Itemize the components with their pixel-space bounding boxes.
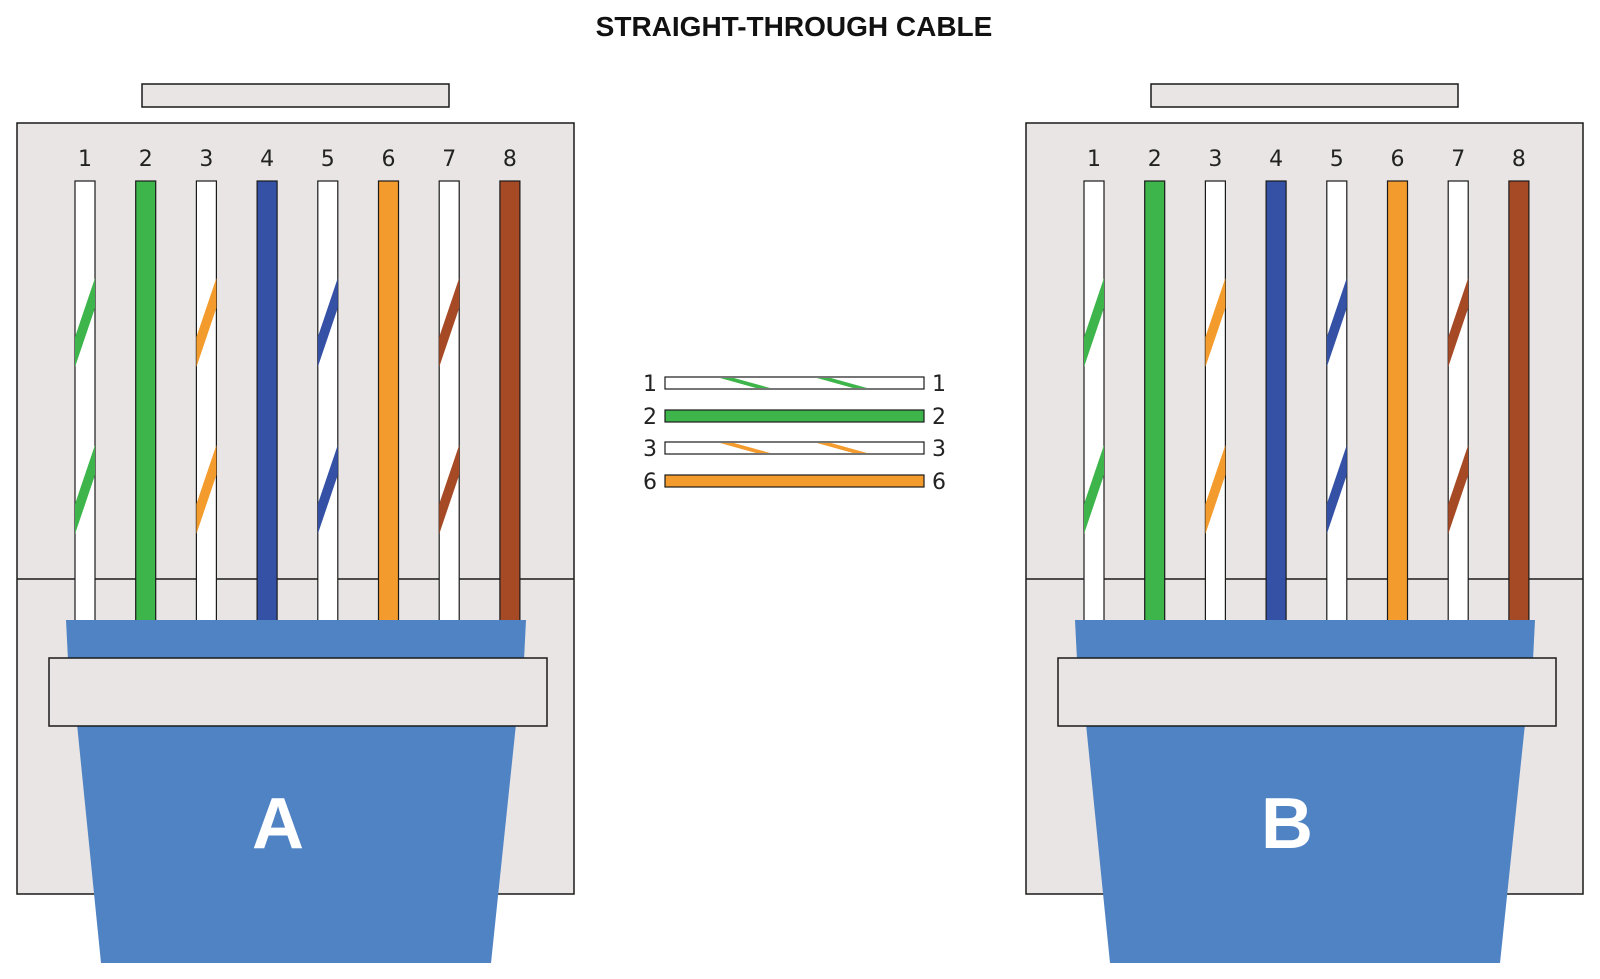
legend-left-pin: 1 — [643, 372, 657, 397]
connector-label-b: B — [1261, 784, 1313, 864]
legend-right-pin: 2 — [932, 405, 946, 430]
wire-pin-7: 7 — [1447, 147, 1469, 623]
wire-pin-8: 8 — [499, 147, 521, 623]
wire-stripe — [196, 445, 217, 534]
wire-body-brown — [1508, 180, 1530, 623]
wire-stripe — [1084, 278, 1104, 367]
wire-stripe — [317, 278, 338, 367]
wire-stripe — [75, 445, 95, 534]
wire-pin-6: 6 — [377, 147, 400, 623]
wire-pin-3: 3 — [1204, 147, 1226, 623]
wire-pin-2: 2 — [1144, 147, 1166, 623]
legend-right-pin: 3 — [932, 437, 946, 462]
legend-right-pin: 6 — [932, 470, 946, 495]
wire-body-orange — [377, 180, 400, 623]
wire-body-green — [135, 180, 157, 623]
wire-stripe — [1084, 445, 1104, 534]
pin-number-6: 6 — [1391, 147, 1405, 172]
wire-pin-2: 2 — [135, 147, 157, 623]
wire-pin-4: 4 — [1265, 147, 1287, 623]
wire-body-green — [1144, 180, 1166, 623]
pin-number-3: 3 — [199, 147, 213, 172]
boot-lower — [77, 724, 516, 963]
boot-lower — [1086, 724, 1525, 963]
clip-band — [48, 657, 548, 727]
wire-pin-8: 8 — [1508, 147, 1530, 623]
wire-stripe — [1326, 445, 1347, 534]
wire-pin-1: 1 — [1083, 147, 1105, 623]
legend-stripe — [720, 378, 770, 388]
pin-number-2: 2 — [139, 147, 153, 172]
wire-body-white — [74, 180, 96, 623]
wire-pin-4: 4 — [256, 147, 278, 623]
legend-left-pin: 6 — [643, 470, 657, 495]
wire-pin-6: 6 — [1386, 147, 1409, 623]
pin-number-8: 8 — [1512, 147, 1526, 172]
wire-stripe — [1326, 278, 1347, 367]
latch-tab — [141, 83, 450, 108]
connector-a: 1 2 3 4 5 6 7 8A — [16, 83, 575, 963]
pin-number-2: 2 — [1148, 147, 1162, 172]
wire-body-blue — [1265, 180, 1287, 623]
wire-stripe — [1205, 278, 1226, 367]
wire-stripe — [1448, 445, 1469, 534]
legend-left-pin: 2 — [643, 405, 657, 430]
pin-number-7: 7 — [442, 147, 456, 172]
legend-wire-white — [664, 441, 925, 455]
wire-pin-7: 7 — [438, 147, 460, 623]
pin-number-8: 8 — [503, 147, 517, 172]
wire-stripe — [1205, 445, 1226, 534]
diagram-title: STRAIGHT-THROUGH CABLE — [596, 11, 993, 42]
wire-body-white — [195, 180, 217, 623]
wire-body-white — [1204, 180, 1226, 623]
wire-stripe — [317, 445, 338, 534]
wire-body-blue — [256, 180, 278, 623]
pin-number-3: 3 — [1208, 147, 1222, 172]
legend-wire-green — [664, 409, 925, 423]
wire-body-white — [317, 180, 339, 623]
wire-stripe — [439, 278, 460, 367]
latch-tab — [1150, 83, 1459, 108]
wire-body-white — [1326, 180, 1348, 623]
connectors: 1 2 3 4 5 6 7 8A 1 2 3 4 5 6 7 8B — [16, 83, 1584, 963]
legend-stripe — [817, 443, 867, 453]
wire-body-white — [1083, 180, 1105, 623]
wire-pin-5: 5 — [1326, 147, 1348, 623]
wire-pin-1: 1 — [74, 147, 96, 623]
legend-wire-orange — [664, 474, 925, 488]
pin-number-1: 1 — [1087, 147, 1101, 172]
wire-body-brown — [499, 180, 521, 623]
legend-left-pin: 3 — [643, 437, 657, 462]
wire-body-white — [438, 180, 460, 623]
wire-stripe — [75, 278, 95, 367]
wire-stripe — [439, 445, 460, 534]
legend-stripe — [817, 378, 867, 388]
wire-pin-3: 3 — [195, 147, 217, 623]
connector-label-a: A — [252, 784, 304, 864]
pin-number-4: 4 — [260, 147, 274, 172]
clip-band — [1057, 657, 1557, 727]
pin-number-5: 5 — [1330, 147, 1344, 172]
wire-pin-5: 5 — [317, 147, 339, 623]
connector-b: 1 2 3 4 5 6 7 8B — [1025, 83, 1584, 963]
legend-right-pin: 1 — [932, 372, 946, 397]
wire-stripe — [1448, 278, 1469, 367]
pin-number-4: 4 — [1269, 147, 1283, 172]
legend-stripe — [720, 443, 770, 453]
pin-number-6: 6 — [382, 147, 396, 172]
wire-stripe — [196, 278, 217, 367]
wire-body-orange — [1386, 180, 1409, 623]
pin-number-7: 7 — [1451, 147, 1465, 172]
wire-body-white — [1447, 180, 1469, 623]
legend-wire-white — [664, 376, 925, 390]
pin-number-5: 5 — [321, 147, 335, 172]
pin-number-1: 1 — [78, 147, 92, 172]
